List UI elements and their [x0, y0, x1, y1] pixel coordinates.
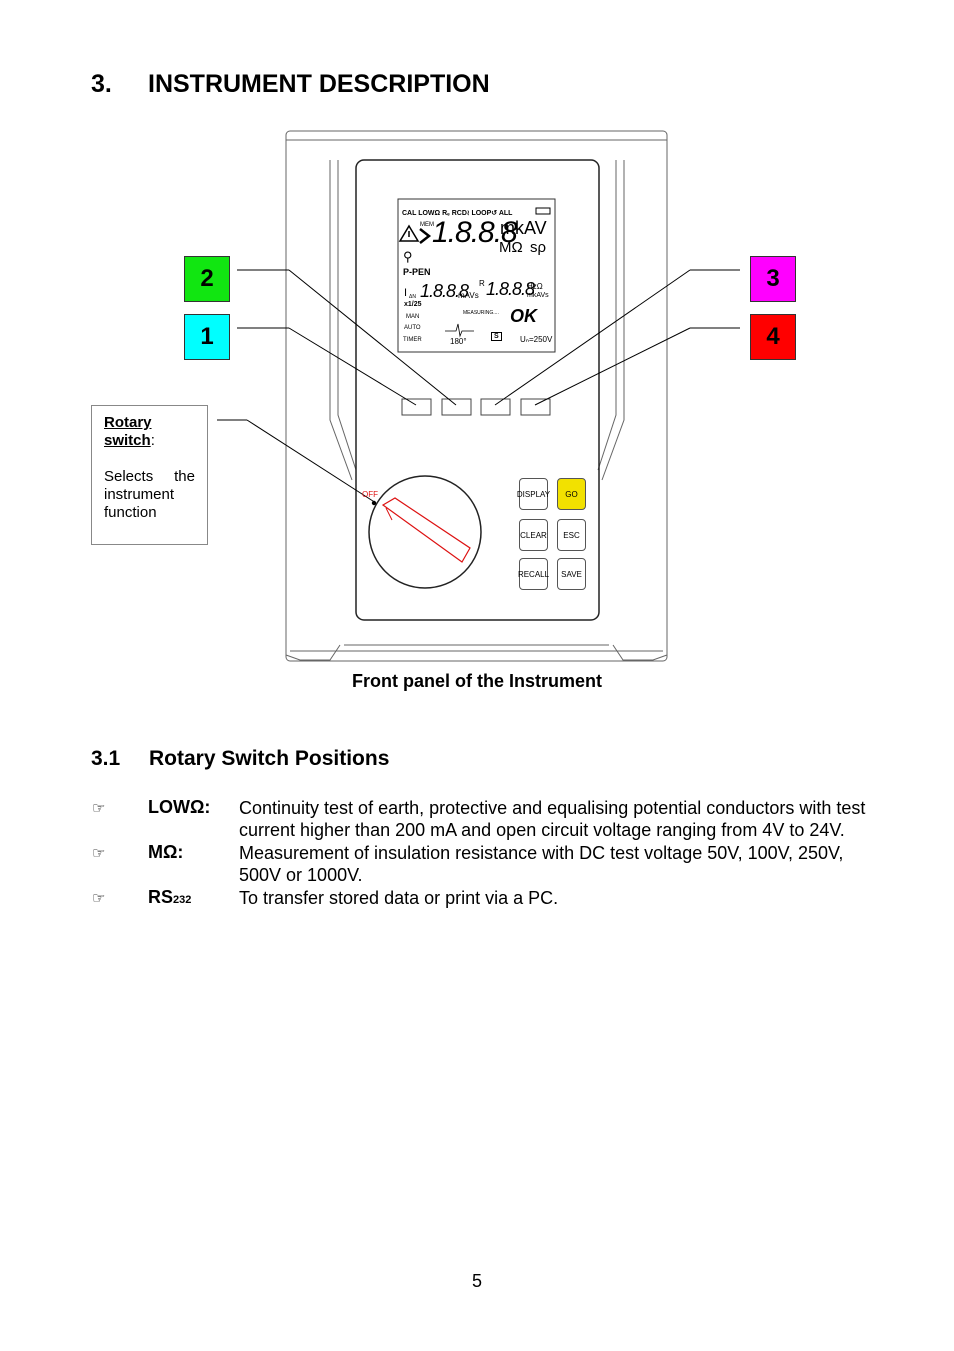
callout-2: 2: [184, 256, 230, 302]
callout-3: 3: [750, 256, 796, 302]
term-rs: RS: [148, 887, 174, 907]
lcd-i-sub: ΔN: [409, 294, 416, 300]
go-key[interactable]: GO: [557, 478, 586, 510]
callout-4: 4: [750, 314, 796, 360]
recall-key[interactable]: RECALL: [518, 558, 549, 590]
lcd-probe-icon: ⚲: [403, 249, 413, 264]
instrument-drawing: [217, 130, 740, 662]
lcd-i-label: I: [404, 287, 408, 299]
callout-1: 1: [184, 314, 230, 360]
display-key[interactable]: DISPLAY: [517, 478, 550, 510]
lcd-r-label: R: [479, 279, 485, 288]
note-title-line2: switch: [104, 432, 151, 449]
item-bullet: ☞: [92, 800, 106, 817]
rotary-switch-note: Rotary switch: Selects the instrument fu…: [91, 405, 208, 545]
lcd-mid-digits-left: 1.8.8.8: [420, 281, 469, 301]
item-term: LOWΩ:: [148, 797, 210, 818]
dial-off-label: OFF: [362, 490, 378, 499]
lcd-ppen: P-PEN: [403, 267, 431, 277]
item-line: current higher than 200 mA and open circ…: [239, 820, 845, 840]
lcd-mid-unit-right-bottom: mkAVs: [527, 292, 549, 299]
lcd-unit-s: sρ: [530, 239, 547, 256]
lcd-top-row: CAL LOWΩ Rₑ RCD≀ LOOP↺ ALL: [402, 210, 513, 217]
lcd-mem: MEM: [420, 222, 434, 228]
lcd-mid-unit-right-top: HzΩ: [527, 282, 543, 291]
item-line: Measurement of insulation resistance wit…: [239, 843, 844, 863]
subsection-title: Rotary Switch Positions: [149, 747, 390, 770]
esc-key[interactable]: ESC: [557, 519, 586, 551]
item-bullet: ☞: [92, 890, 106, 907]
lcd-ok: OK: [510, 306, 537, 326]
item-bullet: ☞: [92, 845, 106, 862]
lcd-s-flag: S: [491, 332, 502, 341]
note-body: Selects the instrument function: [104, 468, 195, 521]
lcd-mid-digits-right: 1.8.8.8: [486, 279, 535, 299]
lcd-x125: x1/25: [404, 301, 422, 308]
term-megohm: MΩ:: [148, 842, 184, 862]
lcd-unit-primary: mkAV: [500, 218, 547, 238]
lcd-timer: TIMER: [403, 337, 422, 343]
section-title: INSTRUMENT DESCRIPTION: [148, 70, 490, 98]
save-key[interactable]: SAVE: [557, 558, 586, 590]
lcd-man: MAN: [406, 314, 420, 320]
lcd-degree: 180°: [450, 337, 467, 346]
term-suffix: :: [204, 797, 211, 817]
lcd-unit-ohm: MΩ: [499, 239, 523, 256]
note-title-suffix: :: [150, 432, 155, 449]
lcd-mid-unit-left: mAVs: [458, 291, 479, 300]
page-number: 5: [471, 1271, 482, 1291]
term-rs-sub: 232: [173, 894, 192, 906]
item-line: To transfer stored data or print via a P…: [239, 888, 559, 908]
item-line: 500V or 1000V.: [239, 865, 363, 885]
lcd-auto: AUTO: [404, 325, 421, 331]
clear-key[interactable]: CLEAR: [519, 519, 548, 551]
lcd-measuring: MEASURING....: [463, 310, 499, 316]
term-lowohm: LOWΩ: [148, 797, 205, 817]
subsection-number: 3.1: [91, 747, 121, 770]
lcd-un-voltage: Uₙ=250V: [520, 335, 553, 344]
section-number: 3.: [91, 70, 112, 98]
figure-caption: Front panel of the Instrument: [352, 671, 602, 691]
note-title-line1: Rotary: [104, 414, 152, 431]
term-rs232: RS232: [148, 887, 191, 908]
lcd-big-digits: 1.8.8.8: [432, 216, 518, 249]
item-line: Continuity test of earth, protective and…: [239, 798, 866, 818]
